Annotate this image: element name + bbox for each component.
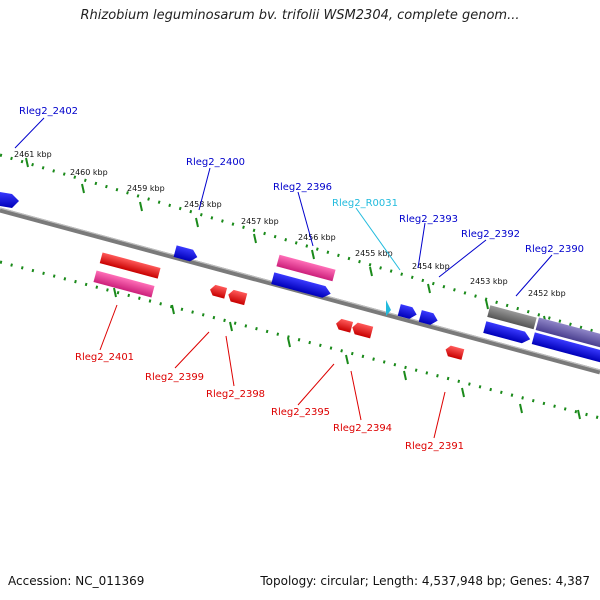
lower-tick-track <box>0 260 600 420</box>
gene-block-blue[interactable] <box>483 321 532 345</box>
gene-block-blue[interactable] <box>0 192 19 208</box>
gene-block-pink[interactable] <box>276 254 336 282</box>
gene-label[interactable]: Rleg2_2394 <box>333 423 392 434</box>
gene-label[interactable]: Rleg2_2393 <box>399 214 458 225</box>
tick-label: 2460 kbp <box>70 168 108 177</box>
gene-label[interactable]: Rleg2_2396 <box>273 182 332 193</box>
gene-label[interactable]: Rleg2_2401 <box>75 352 134 363</box>
gene-label[interactable]: Rleg2_2390 <box>525 244 584 255</box>
gene-block-red[interactable] <box>351 322 374 339</box>
gene-block-red[interactable] <box>335 318 354 333</box>
gene-label[interactable]: Rleg2_2398 <box>206 389 265 400</box>
gene-label[interactable]: Rleg2_2391 <box>405 441 464 452</box>
gene-block-blue[interactable] <box>271 272 332 299</box>
gene-label[interactable]: Rleg2_2392 <box>461 229 520 240</box>
tick-label: 2459 kbp <box>127 184 165 193</box>
gene-block-red[interactable] <box>209 284 228 299</box>
gene-block-blue[interactable] <box>397 304 418 320</box>
gene-block-blue[interactable] <box>531 332 600 364</box>
major-ticks-lower <box>113 287 581 420</box>
forward-leader-lines <box>14 117 553 297</box>
reverse-leader-lines <box>99 304 446 439</box>
gene-block-blue[interactable] <box>173 245 199 263</box>
gene-label[interactable]: Rleg2_2400 <box>186 157 245 168</box>
gene-label[interactable]: Rleg2_2402 <box>19 106 78 117</box>
gene-block-red[interactable] <box>99 252 161 279</box>
tick-label: 2458 kbp <box>184 200 222 209</box>
gene-label[interactable]: Rleg2_2399 <box>145 372 204 383</box>
gene-label[interactable]: Rleg2_R0031 <box>332 198 398 209</box>
gene-features <box>0 192 600 364</box>
gene-block-red[interactable] <box>227 289 248 306</box>
tick-label: 2454 kbp <box>412 262 450 271</box>
accession-text: Accession: NC_011369 <box>8 574 145 588</box>
gene-block-rna[interactable] <box>386 300 391 316</box>
gene-block-grey[interactable] <box>487 305 537 330</box>
tick-label: 2453 kbp <box>470 277 508 286</box>
tick-label: 2461 kbp <box>14 150 52 159</box>
gene-block-red[interactable] <box>444 345 465 360</box>
topology-text: Topology: circular; Length: 4,537,948 bp… <box>260 574 590 588</box>
gene-block-pink[interactable] <box>93 270 155 298</box>
gene-block-blue[interactable] <box>418 310 439 326</box>
gene-block-purple[interactable] <box>535 317 600 349</box>
page-title: Rhizobium leguminosarum bv. trifolii WSM… <box>80 8 520 23</box>
tick-label: 2452 kbp <box>528 289 566 298</box>
gene-label[interactable]: Rleg2_2395 <box>271 407 330 418</box>
tick-label: 2457 kbp <box>241 217 279 226</box>
tick-label: 2456 kbp <box>298 233 336 242</box>
tick-label: 2455 kbp <box>355 249 393 258</box>
